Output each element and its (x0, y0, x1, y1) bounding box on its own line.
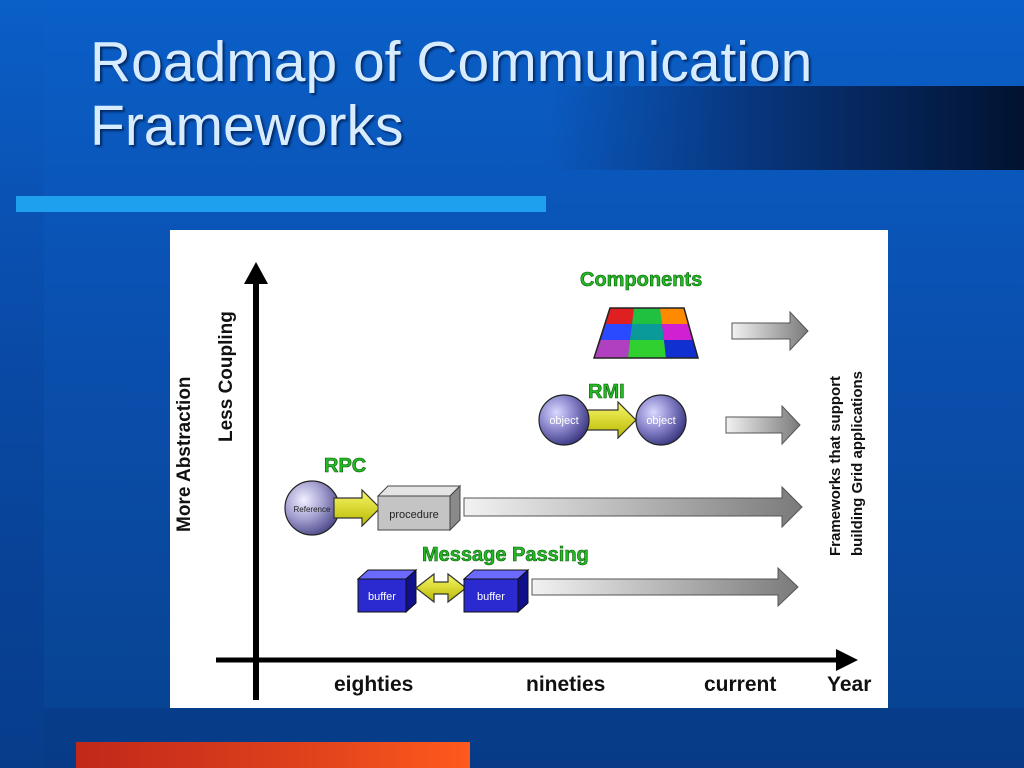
rpc-procedure-box: procedure (376, 484, 462, 532)
y-axis-label-outer: More Abstraction (174, 376, 195, 532)
x-tick-nineties: nineties (526, 673, 605, 696)
slide-title-line2: Frameworks (90, 94, 404, 158)
y-axis (244, 262, 268, 700)
y-axis-label-inner: Less Coupling (216, 311, 237, 442)
footer-accent-bar (76, 742, 470, 768)
message-passing-arrow (531, 566, 799, 608)
slide-title-line1: Roadmap of Communication (90, 30, 813, 94)
rpc-connector-arrow (333, 488, 381, 528)
rpc-reference-node: Reference (284, 480, 340, 536)
roadmap-diagram-svg: More Abstraction Less Coupling eighties … (174, 262, 871, 700)
side-note-line2: building Grid applications (849, 371, 866, 556)
x-axis-title: Year (827, 673, 871, 696)
rmi-label: RMI (588, 381, 625, 403)
message-passing-left-buffer: buffer (356, 568, 418, 614)
rpc-label: RPC (324, 455, 366, 477)
x-axis (216, 649, 858, 671)
rmi-right-node-label: object (646, 415, 675, 427)
puzzle-icon (592, 307, 699, 359)
rmi-object-node-left: object (538, 394, 590, 446)
x-tick-current: current (704, 673, 776, 696)
roadmap-diagram: More Abstraction Less Coupling eighties … (170, 230, 888, 708)
rmi-connector-arrow (585, 400, 637, 440)
message-passing-connector (415, 572, 467, 604)
message-passing-label: Message Passing (422, 544, 589, 566)
x-tick-eighties: eighties (334, 673, 413, 696)
right-buffer-label: buffer (477, 591, 505, 603)
rmi-left-node-label: object (549, 415, 578, 427)
message-passing-right-buffer: buffer (462, 568, 530, 614)
rmi-object-node-right: object (635, 394, 687, 446)
background-left-band (0, 0, 44, 768)
rpc-arrow (463, 485, 803, 529)
components-arrow (731, 310, 809, 352)
rpc-reference-label: Reference (294, 505, 331, 514)
side-note-line1: Frameworks that support (827, 376, 844, 556)
slide-title: Roadmap of Communication Frameworks (90, 30, 990, 158)
rpc-procedure-label: procedure (389, 509, 439, 521)
rmi-arrow (725, 404, 801, 446)
title-dark-bar (548, 86, 1024, 170)
components-label: Components (580, 269, 702, 291)
title-underline-bar (16, 196, 546, 212)
left-buffer-label: buffer (368, 591, 396, 603)
